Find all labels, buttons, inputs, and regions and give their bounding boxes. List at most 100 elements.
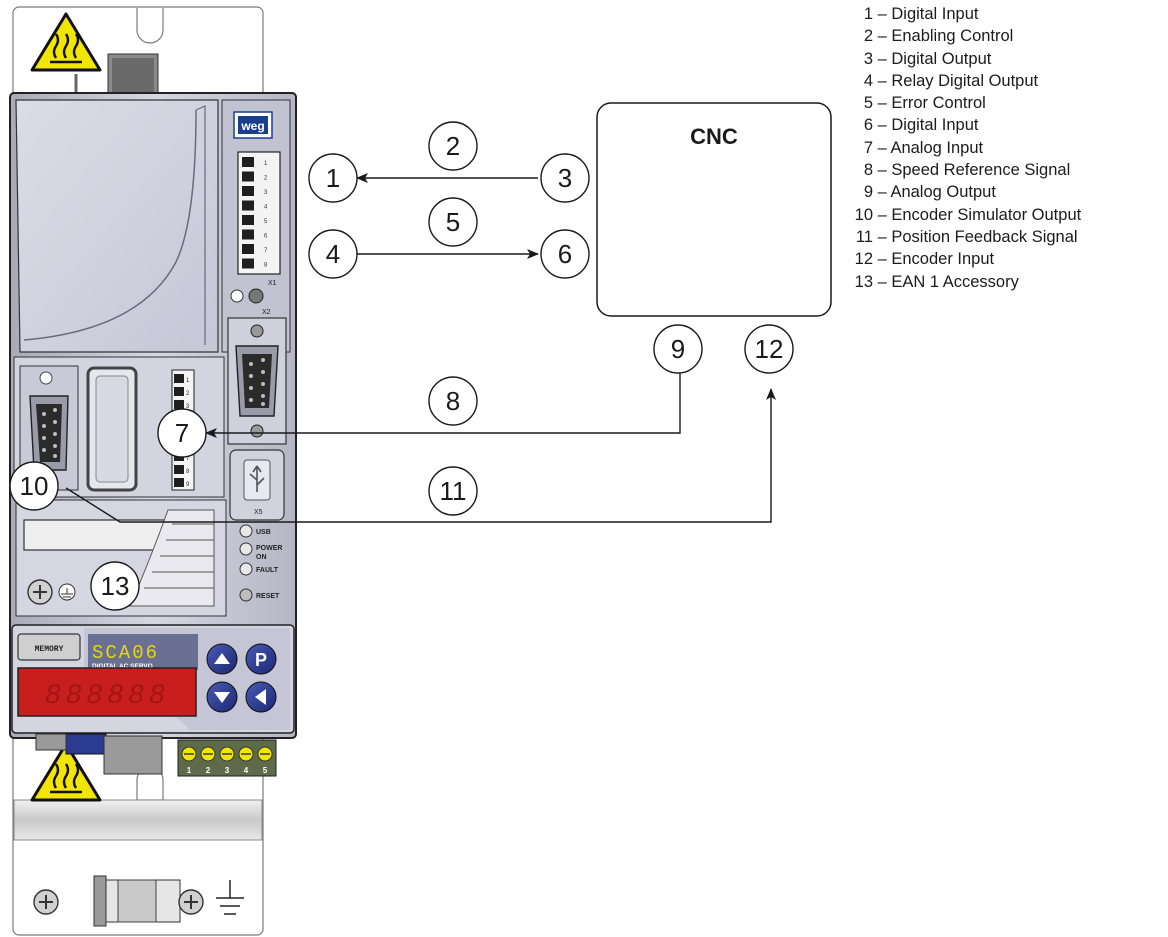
legend-item-number: 13 bbox=[848, 271, 873, 293]
model-name: SCA06 bbox=[92, 642, 159, 664]
legend-item-label: Position Feedback Signal bbox=[891, 228, 1077, 246]
legend-item-label: Digital Input bbox=[891, 116, 978, 134]
terminal-screw bbox=[242, 201, 254, 211]
legend-item-number: 6 bbox=[848, 114, 873, 136]
terminal-pin-number: 2 bbox=[206, 766, 211, 775]
callout-6: 6 bbox=[541, 230, 589, 278]
legend-item-number: 3 bbox=[848, 48, 873, 70]
terminal-screw bbox=[242, 215, 254, 225]
legend-item-label: Analog Output bbox=[890, 183, 996, 201]
legend-item-number: 11 bbox=[848, 226, 873, 248]
legend-item: 12 – Encoder Input bbox=[848, 248, 1081, 270]
legend-separator: – bbox=[873, 228, 891, 246]
legend-item: 10 – Encoder Simulator Output bbox=[848, 204, 1081, 226]
legend-item-number: 2 bbox=[848, 25, 873, 47]
callout-number: 12 bbox=[755, 334, 784, 364]
legend-item-label: Enabling Control bbox=[891, 27, 1013, 45]
terminal-screw bbox=[242, 230, 254, 240]
callout-13: 13 bbox=[91, 562, 139, 610]
svg-text:MEMORY: MEMORY bbox=[35, 645, 64, 654]
callout-5: 5 bbox=[429, 198, 477, 246]
callout-number: 7 bbox=[175, 418, 189, 448]
label-window bbox=[24, 520, 164, 550]
legend-item-label: Digital Input bbox=[891, 5, 978, 23]
callout-4: 4 bbox=[309, 230, 357, 278]
terminal-pin-number: 1 bbox=[187, 766, 192, 775]
callout-number: 5 bbox=[446, 207, 460, 237]
svg-text:888888: 888888 bbox=[45, 681, 170, 712]
adjust-potentiometer bbox=[249, 289, 263, 303]
legend-item: 3 – Digital Output bbox=[848, 48, 1081, 70]
legend-item-label: Relay Digital Output bbox=[891, 72, 1038, 90]
din-rail bbox=[14, 800, 262, 840]
callout-number: 2 bbox=[446, 131, 460, 161]
callout-number: 4 bbox=[326, 239, 340, 269]
legend-item: 2 – Enabling Control bbox=[848, 25, 1081, 47]
terminal-pin-number: 3 bbox=[225, 766, 230, 775]
callout-2: 2 bbox=[429, 122, 477, 170]
terminal-screw bbox=[174, 478, 184, 487]
svg-text:X1: X1 bbox=[268, 280, 277, 287]
legend-item-label: Speed Reference Signal bbox=[891, 161, 1070, 179]
legend-item-number: 7 bbox=[848, 137, 873, 159]
terminal-screw bbox=[174, 374, 184, 383]
legend-separator: – bbox=[873, 273, 891, 291]
svg-text:X2: X2 bbox=[262, 309, 271, 316]
svg-text:USB: USB bbox=[256, 529, 271, 536]
legend-separator: – bbox=[873, 161, 891, 179]
legend-item-label: Error Control bbox=[891, 94, 985, 112]
callout-number: 6 bbox=[558, 239, 572, 269]
legend-item-number: 1 bbox=[848, 3, 873, 25]
svg-text:weg: weg bbox=[240, 119, 264, 133]
x5-usb-port: X5 bbox=[230, 450, 284, 520]
callout-10: 10 bbox=[10, 462, 58, 510]
legend-item-label: Encoder Simulator Output bbox=[891, 206, 1081, 224]
legend-separator: – bbox=[873, 72, 891, 90]
legend-item: 9 – Analog Output bbox=[848, 181, 1081, 203]
terminal-screw bbox=[174, 400, 184, 409]
legend-separator: – bbox=[873, 206, 891, 224]
legend-item-number: 12 bbox=[848, 248, 873, 270]
bottom-left-connector bbox=[66, 734, 106, 754]
legend-item-number: 10 bbox=[848, 204, 873, 226]
legend-item: 1 – Digital Input bbox=[848, 3, 1081, 25]
bottom-cable-connector bbox=[104, 736, 162, 774]
terminal-screw bbox=[242, 157, 254, 167]
callout-number: 8 bbox=[446, 386, 460, 416]
callout-3: 3 bbox=[541, 154, 589, 202]
x1-terminal-strip: 12345678 X1 bbox=[238, 152, 280, 287]
keyhole-slot-top bbox=[137, 8, 163, 43]
callout-8: 8 bbox=[429, 377, 477, 425]
svg-text:X5: X5 bbox=[254, 509, 263, 516]
x2-db9-connector: X2 bbox=[228, 309, 286, 444]
legend-separator: – bbox=[873, 139, 890, 157]
legend-item: 11 – Position Feedback Signal bbox=[848, 226, 1081, 248]
legend-item: 7 – Analog Input bbox=[848, 137, 1081, 159]
legend-separator: – bbox=[873, 250, 891, 268]
terminal-screw bbox=[174, 465, 184, 474]
option-slot bbox=[88, 368, 136, 490]
legend-separator: – bbox=[873, 5, 891, 23]
terminal-screw bbox=[242, 244, 254, 254]
callout-number: 10 bbox=[20, 471, 49, 501]
callout-number: 1 bbox=[326, 163, 340, 193]
terminal-screw bbox=[174, 387, 184, 396]
legend-item: 6 – Digital Input bbox=[848, 114, 1081, 136]
legend-separator: – bbox=[873, 116, 891, 134]
terminal-screw bbox=[242, 186, 254, 196]
legend-item-label: Encoder Input bbox=[891, 250, 994, 268]
callout-11: 11 bbox=[429, 467, 477, 515]
legend-item: 13 – EAN 1 Accessory bbox=[848, 271, 1081, 293]
legend-item-number: 5 bbox=[848, 92, 873, 114]
legend-separator: – bbox=[873, 27, 891, 45]
legend-item-number: 9 bbox=[848, 181, 873, 203]
callout-number: 13 bbox=[101, 571, 130, 601]
callout-number: 3 bbox=[558, 163, 572, 193]
legend-item: 5 – Error Control bbox=[848, 92, 1081, 114]
callout-9: 9 bbox=[654, 325, 702, 373]
legend-item-label: EAN 1 Accessory bbox=[891, 273, 1018, 291]
terminal-pin-number: 5 bbox=[263, 766, 268, 775]
callout-number: 11 bbox=[440, 476, 467, 506]
